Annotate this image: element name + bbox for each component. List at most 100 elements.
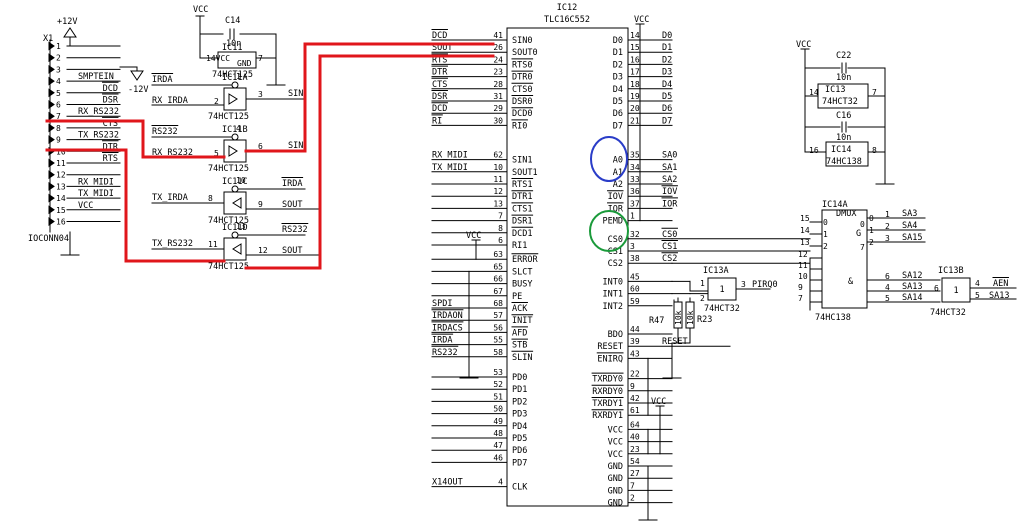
ic12-pin-number: 67 — [493, 287, 503, 296]
ic12-pin-name: INT2 — [603, 302, 623, 312]
ic12-pin-name: DSR0 — [512, 97, 532, 107]
vcc-label: VCC — [634, 15, 649, 25]
connector-pin-marker — [48, 76, 55, 86]
buffer-part: 74HCT125 — [208, 112, 249, 122]
ic12-pin-name: RESET — [597, 342, 623, 352]
buffer-pin: 2 — [214, 97, 219, 106]
buffer-ref: IC11A — [222, 73, 248, 83]
ic12-pin-number: 40 — [630, 433, 640, 442]
net-label: SOUT — [282, 246, 302, 256]
ic12-pin-number: 55 — [493, 336, 503, 345]
ic12-pin-name: CTS1 — [512, 204, 532, 214]
buffer-triangle — [228, 93, 238, 105]
ic12-pin-number: 62 — [493, 151, 503, 160]
buffer-pin: 9 — [258, 200, 263, 209]
ic-pin-label: 7 — [872, 88, 877, 97]
ic12-pin-number: 18 — [630, 80, 640, 89]
buffer-triangle — [232, 197, 242, 209]
ic12-pin-name: CS1 — [608, 247, 623, 257]
net-label: IRDA — [152, 75, 172, 85]
highlight-chipselect-pins-ring — [589, 210, 629, 252]
ic-pin-name: 0 — [823, 218, 828, 227]
net-label: RESET — [662, 337, 688, 347]
ic12-pin-number: 2 — [630, 494, 635, 503]
ic-pin-number: 1 — [885, 210, 890, 219]
ic12-pin-number: 65 — [493, 262, 503, 271]
buffer-ic11d — [223, 237, 247, 261]
supply-arrow — [130, 70, 144, 81]
ic12-pin-number: 8 — [498, 224, 503, 233]
ic12-pin-name: GND — [608, 462, 623, 472]
net-label: D6 — [662, 104, 672, 114]
ic12-pin-number: 52 — [493, 380, 503, 389]
connector-signal: DSR — [103, 96, 119, 106]
net-label: SA0 — [662, 151, 677, 161]
gate-symbol: 1 — [953, 286, 958, 296]
buffer-triangle — [228, 145, 238, 157]
ic-pin-number: 2 — [885, 222, 890, 231]
ic12-pin-number: 23 — [493, 68, 503, 77]
ic12-pin-name: PD6 — [512, 446, 527, 456]
connector-pin-marker — [48, 170, 55, 180]
connector-signal: SMPTEIN — [78, 72, 114, 82]
net-label: SA12 — [902, 271, 922, 281]
ic12-pin-number: 34 — [630, 163, 640, 172]
net-label: SOUT — [282, 200, 302, 210]
ic12-pin-name: RTS1 — [512, 180, 532, 190]
ic12-pin-number: 19 — [630, 92, 640, 101]
ic12-pin-name: RTS0 — [512, 60, 532, 70]
buffer-ic11c — [223, 191, 247, 215]
ic12-pin-name: DTR0 — [512, 73, 532, 83]
connector-signal: DTR — [103, 142, 119, 152]
ic12-pin-number: 66 — [493, 275, 503, 284]
ic-pin-number: 14 — [800, 226, 810, 235]
ic12-pin-number: 9 — [630, 382, 635, 391]
net-label: IRDA — [282, 179, 302, 189]
gate-symbol: 1 — [719, 285, 724, 295]
connector-signal: CTS — [103, 119, 118, 129]
ic-pin-label: 16 — [809, 146, 819, 155]
ic12-pin-number: 49 — [493, 417, 503, 426]
ic12-pin-number: 7 — [498, 212, 503, 221]
buffer-pin: 10 — [236, 176, 246, 185]
net-label: D7 — [662, 116, 672, 126]
ic12-pin-name: ACK — [512, 304, 528, 314]
connector-pin-number: 7 — [56, 112, 61, 121]
net-label: SPDI — [432, 299, 452, 309]
buffer-ref: IC11C — [222, 177, 248, 187]
ic-pin-name: 2 — [869, 238, 874, 247]
connector-pin-marker — [48, 111, 55, 121]
highlight-tx-path — [45, 148, 226, 263]
net-label: CS0 — [662, 230, 677, 240]
ic-ref: IC11 — [222, 43, 242, 53]
ic12-pin-name: D1 — [613, 48, 623, 58]
net-label: SA2 — [662, 175, 677, 185]
gate-pin: 6 — [934, 284, 939, 293]
ic12-pin-name: D0 — [613, 36, 623, 46]
ic-symbol: G — [856, 229, 861, 239]
ic12-pin-number: 68 — [493, 299, 503, 308]
connector-pin-number: 16 — [56, 218, 66, 227]
ic12-pin-name: INIT — [512, 316, 532, 326]
connector-pin-number: 2 — [56, 54, 61, 63]
net-label: IRDAON — [432, 311, 463, 321]
connector-pin-number: 12 — [56, 171, 66, 180]
ic14a-body — [821, 209, 868, 309]
capacitor-ref: C14 — [225, 16, 240, 26]
ic-pin-name: 2 — [823, 242, 828, 251]
ic-pin-label: 8 — [872, 146, 877, 155]
connector-pin-marker — [48, 88, 55, 98]
ic12-pin-name: SIN0 — [512, 36, 532, 46]
ic12-pin-name: GND — [608, 499, 623, 509]
connector-pin-number: 14 — [56, 194, 66, 203]
net-label: SIN — [288, 141, 303, 151]
ic12-pin-number: 30 — [493, 116, 503, 125]
connector-signal: RTS — [103, 154, 118, 164]
ic-ref: IC14A — [822, 200, 848, 210]
buffer-triangle — [232, 243, 242, 255]
ic12-pin-number: 10 — [493, 163, 503, 172]
ic12-pin-number: 59 — [630, 297, 640, 306]
net-label: IRDA — [432, 336, 452, 346]
